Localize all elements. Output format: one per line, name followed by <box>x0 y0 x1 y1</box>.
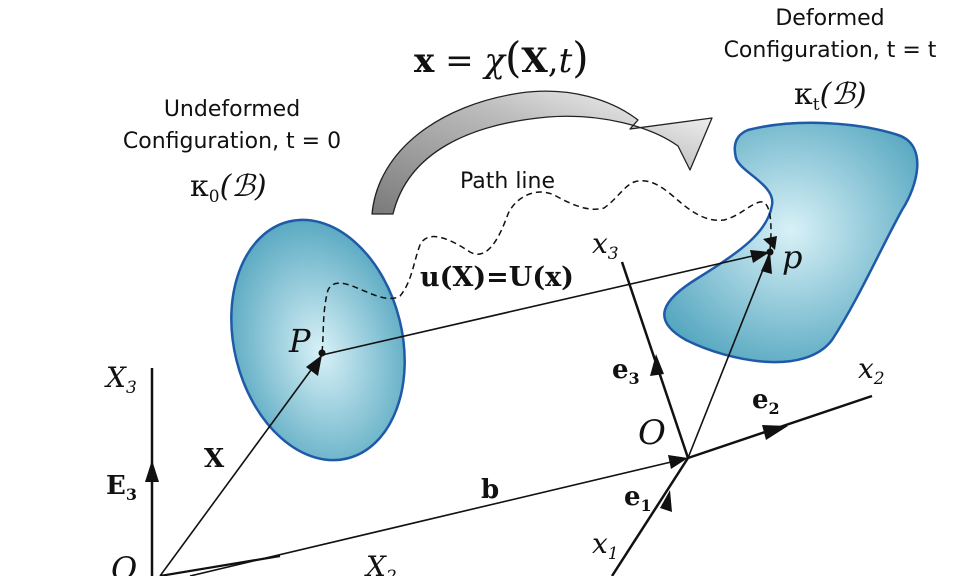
undeformed-label-line2: Configuration, t = 0 <box>123 129 341 154</box>
x1-axis <box>610 457 690 576</box>
E3-arrowhead <box>145 460 159 482</box>
origin-O-spatial-label: O <box>638 413 666 453</box>
origin-O-material-label: O <box>111 550 137 576</box>
vector-X-label: X <box>204 444 225 474</box>
undeformed-label-line1: Undeformed <box>164 97 300 122</box>
e2-arrowhead <box>762 425 788 440</box>
path-line-arrowhead <box>763 236 777 250</box>
mapping-arrow <box>371 90 713 215</box>
deformed-kappa-label: κt(ℬ) <box>794 77 867 115</box>
undeformed-body <box>230 218 406 462</box>
point-p-label: p <box>782 238 802 276</box>
basis-e2-label: e2 <box>752 385 780 418</box>
axis-x3-label: x3 <box>592 227 619 264</box>
e3-arrowhead <box>650 354 664 376</box>
path-line-label: Path line <box>460 169 555 194</box>
point-p-dot <box>766 248 774 256</box>
displacement-label: u(X)=U(x) <box>420 262 574 293</box>
basis-E3-label: E3 <box>106 471 137 504</box>
point-P-dot <box>318 349 326 357</box>
mapping-equation: x = χ(X,t) <box>414 33 589 82</box>
displacement-vector <box>321 251 771 356</box>
vector-b-arrowhead <box>668 455 688 469</box>
point-P-label: P <box>288 322 311 360</box>
position-vector-X <box>159 354 323 576</box>
vector-b-label: b <box>481 475 499 505</box>
axis-x2-label: x2 <box>858 352 885 389</box>
undeformed-kappa-label: κ0(ℬ) <box>190 169 267 207</box>
axis-x1-label: x1 <box>592 527 619 564</box>
path-line <box>321 179 772 353</box>
vector-b <box>189 457 689 576</box>
e1-arrowhead <box>660 490 672 512</box>
position-vector-x <box>687 251 771 459</box>
displacement-vector-arrowhead <box>750 250 770 263</box>
position-vector-X-arrowhead <box>306 355 322 376</box>
deformed-label-line1: Deformed <box>775 6 884 31</box>
deformed-body <box>663 121 919 364</box>
axis-X2-label: X2 <box>364 550 397 576</box>
basis-e1-label: e1 <box>624 482 652 515</box>
deformed-label-line2: Configuration, t = t <box>724 38 937 63</box>
position-vector-x-arrowhead <box>761 252 772 274</box>
basis-e3-label: e3 <box>612 355 640 388</box>
axis-X3-label: X3 <box>104 361 137 398</box>
